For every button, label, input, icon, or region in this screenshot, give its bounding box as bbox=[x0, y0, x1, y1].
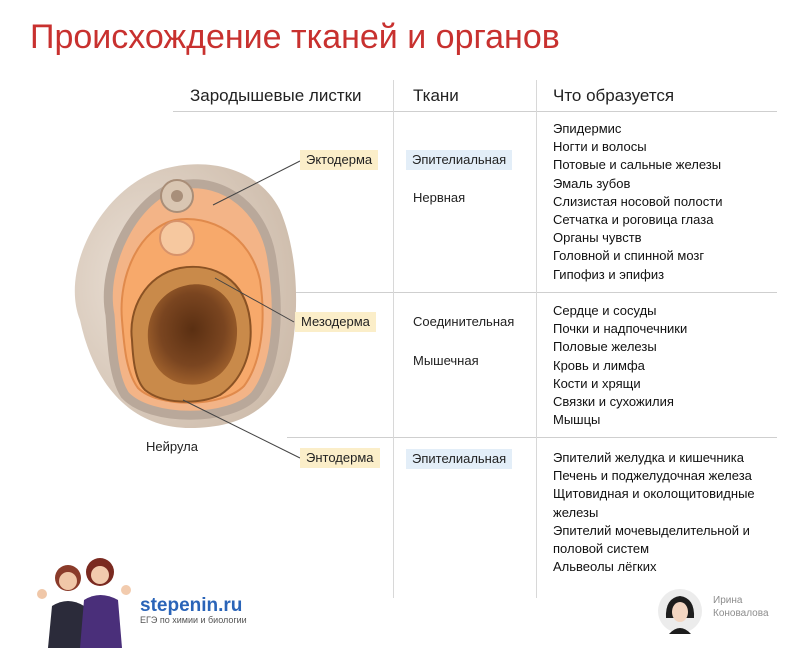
list-item: Альвеолы лёгких bbox=[553, 559, 657, 575]
tissue-epithelial-1: Эпителиальная bbox=[406, 150, 513, 170]
list-item: Печень и поджелудочная железа bbox=[553, 468, 752, 484]
list-item: половой систем bbox=[553, 541, 650, 557]
page-title: Происхождение тканей и органов bbox=[30, 18, 560, 56]
list-item: Сердце и сосуды bbox=[553, 303, 657, 318]
list-item: Мышцы bbox=[553, 412, 601, 428]
brand-site: stepenin.ru bbox=[140, 595, 243, 616]
row-divider-2 bbox=[287, 437, 777, 438]
neurula-diagram bbox=[74, 164, 297, 429]
column-header-tissues: Ткани bbox=[413, 86, 459, 105]
tissue-connective: Соединительная bbox=[413, 314, 515, 329]
author-avatar bbox=[658, 589, 702, 634]
list-item: Кровь и лимфа bbox=[553, 357, 645, 373]
leader-endoderm bbox=[182, 399, 301, 459]
brand-tagline: ЕГЭ по химии и биологии bbox=[140, 615, 247, 625]
header-divider bbox=[173, 111, 777, 112]
list-item: Эмаль зубов bbox=[553, 175, 631, 191]
authors-photo-icon bbox=[37, 558, 131, 648]
author-name: Ирина Коновалова bbox=[713, 594, 769, 620]
list-item: Ногти и волосы bbox=[553, 139, 647, 155]
list-item: Эпидермис bbox=[553, 121, 622, 136]
tissue-epithelial-2: Эпителиальная bbox=[406, 449, 513, 469]
list-item: Связки и сухожилия bbox=[553, 394, 674, 410]
list-item: железы bbox=[553, 504, 599, 520]
column-divider-1 bbox=[393, 80, 394, 598]
organs-list-endoderm: Эпителий желудка и кишечника Печень и по… bbox=[553, 449, 755, 576]
figure-caption: Нейрула bbox=[146, 439, 198, 454]
leader-mesoderm bbox=[214, 277, 295, 323]
layer-chip-endoderm: Энтодерма bbox=[300, 448, 380, 468]
list-item: Почки и надпочечники bbox=[553, 321, 688, 337]
list-item: Потовые и сальные железы bbox=[553, 157, 722, 173]
column-divider-2 bbox=[536, 80, 537, 598]
list-item: Кости и хрящи bbox=[553, 375, 641, 391]
author-last-name: Коновалова bbox=[713, 608, 769, 619]
row-divider-1 bbox=[287, 292, 777, 293]
organs-list-mesoderm: Сердце и сосуды Почки и надпочечники Пол… bbox=[553, 302, 687, 429]
layer-chip-ectoderm: Эктодерма bbox=[300, 150, 379, 170]
list-item: Головной и спинной мозг bbox=[553, 248, 705, 264]
list-item: Органы чувств bbox=[553, 230, 642, 246]
list-item: Эпителий желудка и кишечника bbox=[553, 450, 744, 465]
column-header-layers: Зародышевые листки bbox=[190, 86, 362, 105]
tissue-nervous: Нервная bbox=[413, 190, 466, 205]
neural-canal bbox=[171, 190, 183, 202]
notochord bbox=[159, 220, 195, 256]
organs-list-ectoderm: Эпидермис Ногти и волосы Потовые и сальн… bbox=[553, 120, 722, 284]
list-item: Сетчатка и роговица глаза bbox=[553, 212, 714, 228]
list-item: Гипофиз и эпифиз bbox=[553, 266, 665, 282]
leader-ectoderm bbox=[212, 160, 301, 206]
archenteron-cavity bbox=[147, 284, 238, 385]
list-item: Эпителий мочевыделительной и bbox=[553, 522, 750, 538]
list-item: Слизистая носовой полости bbox=[553, 193, 723, 209]
column-header-organs: Что образуется bbox=[553, 86, 675, 105]
list-item: Щитовидная и околощитовидные bbox=[553, 486, 755, 502]
layer-chip-mesoderm: Мезодерма bbox=[295, 312, 376, 332]
author-first-name: Ирина bbox=[713, 595, 743, 606]
tissue-muscular: Мышечная bbox=[413, 353, 479, 368]
list-item: Половые железы bbox=[553, 339, 657, 355]
